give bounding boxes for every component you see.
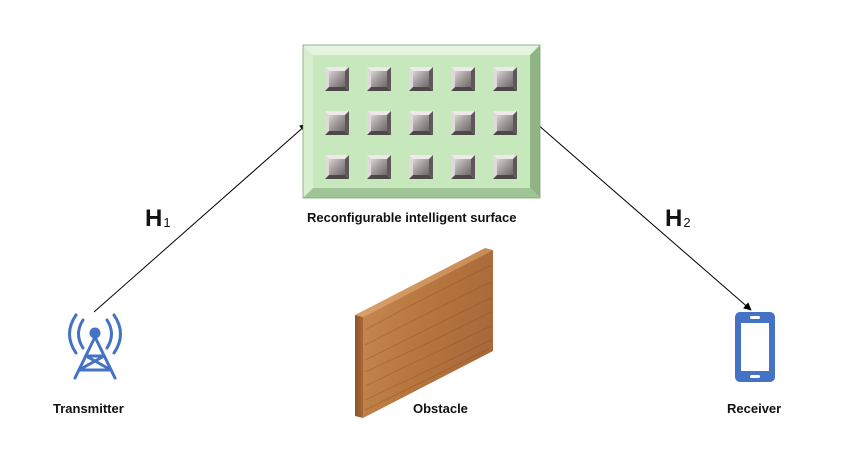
h1-index: 1 — [163, 215, 171, 230]
ris-element — [493, 111, 517, 135]
mobile-phone-icon — [735, 312, 775, 382]
ris-element — [325, 111, 349, 135]
ris-element — [409, 67, 433, 91]
ris-element — [367, 111, 391, 135]
h2-channel-arrow — [536, 123, 752, 311]
h1-symbol: H — [145, 205, 163, 232]
antenna-tower-icon — [68, 313, 122, 380]
obstacle-label: Obstacle — [413, 401, 468, 416]
h1-label: H1 — [145, 205, 171, 233]
ris-element — [451, 67, 475, 91]
ris-element — [325, 67, 349, 91]
ris-label: Reconfigurable intelligent surface — [307, 210, 517, 225]
ris-element — [367, 155, 391, 179]
wooden-wall-icon — [355, 248, 493, 418]
ris-element — [409, 111, 433, 135]
ris-panel — [302, 44, 541, 199]
h2-index: 2 — [683, 215, 691, 230]
h2-label: H2 — [665, 205, 691, 233]
ris-element — [409, 155, 433, 179]
ris-element — [493, 155, 517, 179]
ris-element — [367, 67, 391, 91]
ris-element — [325, 155, 349, 179]
ris-element — [451, 111, 475, 135]
h1-channel-arrow — [93, 123, 308, 313]
receiver-label: Receiver — [727, 401, 782, 416]
ris-element — [451, 155, 475, 179]
transmitter-label: Transmitter — [53, 401, 124, 416]
ris-element-grid — [325, 67, 517, 179]
ris-element — [493, 67, 517, 91]
h2-symbol: H — [665, 205, 683, 232]
